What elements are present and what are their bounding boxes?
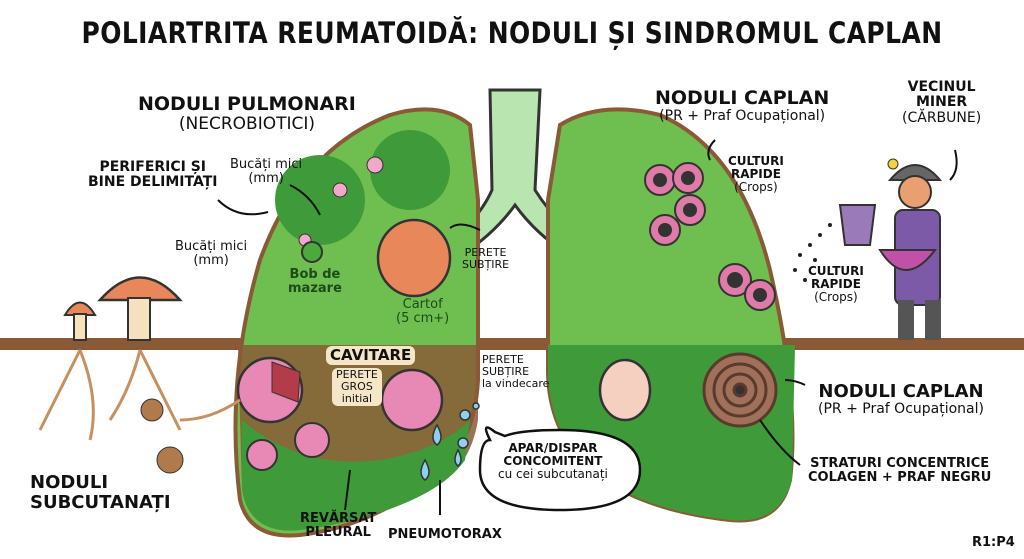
concentric-layers-label: STRATURI CONCENTRICE COLAGEN + PRAF NEGR… [808,456,992,486]
pulmonary-nodules-heading: NODULI PULMONARI (NECROBIOTICI) [138,94,356,134]
line: BINE DELIMITAȚI [88,174,218,191]
line: CULTURI [808,264,864,278]
line: SUBȚIRE [462,258,510,272]
line: RAPIDE [730,167,781,182]
heading-text: NODULI CAPLAN [818,381,984,402]
line: mazare [288,281,342,297]
concentric-nodule [702,352,778,428]
line: RAPIDE [810,277,861,292]
subheading-text: (PR + Praf Ocupațional) [818,400,984,417]
pleural-effusion-label: REVĂRSAT PLEURAL [300,511,377,541]
line: cu cei subcutanați [498,467,608,482]
line: (mm) [193,253,229,269]
line: (Crops) [734,180,778,195]
thin-wall-healing-label: PERETE SUBȚIRE la vindecare [482,353,550,391]
line: CONCOMITENT [503,454,603,469]
page-reference: R1:P4 [972,535,1015,550]
potato-label: Cartof (5 cm+) [396,297,450,327]
line: Bob de [289,267,341,282]
pneumothorax-label: PNEUMOTORAX [388,527,502,542]
mushrooms [38,276,241,474]
caplan-heading: NODULI CAPLAN (PR + Praf Ocupațional) [655,88,829,124]
crops-bottom-label: CULTURI RAPIDE (Crops) [808,264,864,305]
line: Bucăți mici [230,157,303,172]
line: PLEURAL [305,525,371,541]
speech-bubble [478,426,642,512]
line: MINER [915,94,968,111]
crops-top-label: CULTURI RAPIDE (Crops) [728,154,784,195]
line: REVĂRSAT [300,511,377,526]
line: la vindecare [482,377,550,391]
heading-text: NODULI CAPLAN [655,87,830,109]
subheading-text: (NECROBIOTICI) [178,113,315,134]
line: initial [341,392,373,406]
line: Cartof [402,297,443,312]
line: STRATURI CONCENTRICE [810,456,990,471]
line: PERETE [482,353,524,366]
ground-line [0,338,1024,350]
line: COLAGEN + PRAF NEGRU [808,470,992,486]
potato-nodule [376,218,452,298]
right-lung [546,107,795,523]
line: VECINUL [907,79,976,95]
pneumothorax-drops [420,402,480,481]
line: SUBȚIRE [482,365,530,379]
peripheral-label: PERIFERICI ȘI BINE DELIMITAȚI [88,159,218,191]
line: NODULI [30,472,109,493]
heading-text: NODULI PULMONARI [138,93,356,115]
thick-wall-label: PERETE GROS initial [332,368,382,407]
line: PERETE [336,368,378,381]
page-title: POLIARTRITA REUMATOIDĂ: NODULI ȘI SINDRO… [81,16,943,50]
line: APAR/DISPAR [508,441,598,455]
small-pieces-left-label: Bucăți mici (mm) [175,239,248,269]
speech-bubble-text: APAR/DISPAR CONCOMITENT cu cei subcutana… [498,441,608,482]
thin-wall-label: PERETE SUBȚIRE [462,246,510,272]
line: CULTURI [728,154,784,168]
subheading-text: (PR + Praf Ocupațional) [659,107,826,124]
small-pieces-top-label: Bucăți mici (mm) [230,157,303,187]
left-lung [233,107,480,538]
line: SUBCUTANAȚI [30,491,171,513]
line: PERIFERICI ȘI [99,159,207,175]
line: GROS [341,380,373,394]
pea-label: Bob de mazare [288,267,342,297]
caplan-lower-heading: NODULI CAPLAN (PR + Praf Ocupațional) [818,382,984,417]
line: Bucăți mici [175,239,248,254]
line: (CĂRBUNE) [902,109,982,126]
line: (Crops) [814,290,858,305]
miner-illustration [793,158,943,340]
line: (mm) [248,171,284,187]
line: (5 cm+) [396,311,450,327]
cavitary-label: CAVITARE [326,346,416,365]
line: PERETE [464,246,507,259]
subcutaneous-nodules-label: NODULI SUBCUTANAȚI [30,473,171,513]
miner-label: VECINUL MINER (CĂRBUNE) [902,79,982,126]
